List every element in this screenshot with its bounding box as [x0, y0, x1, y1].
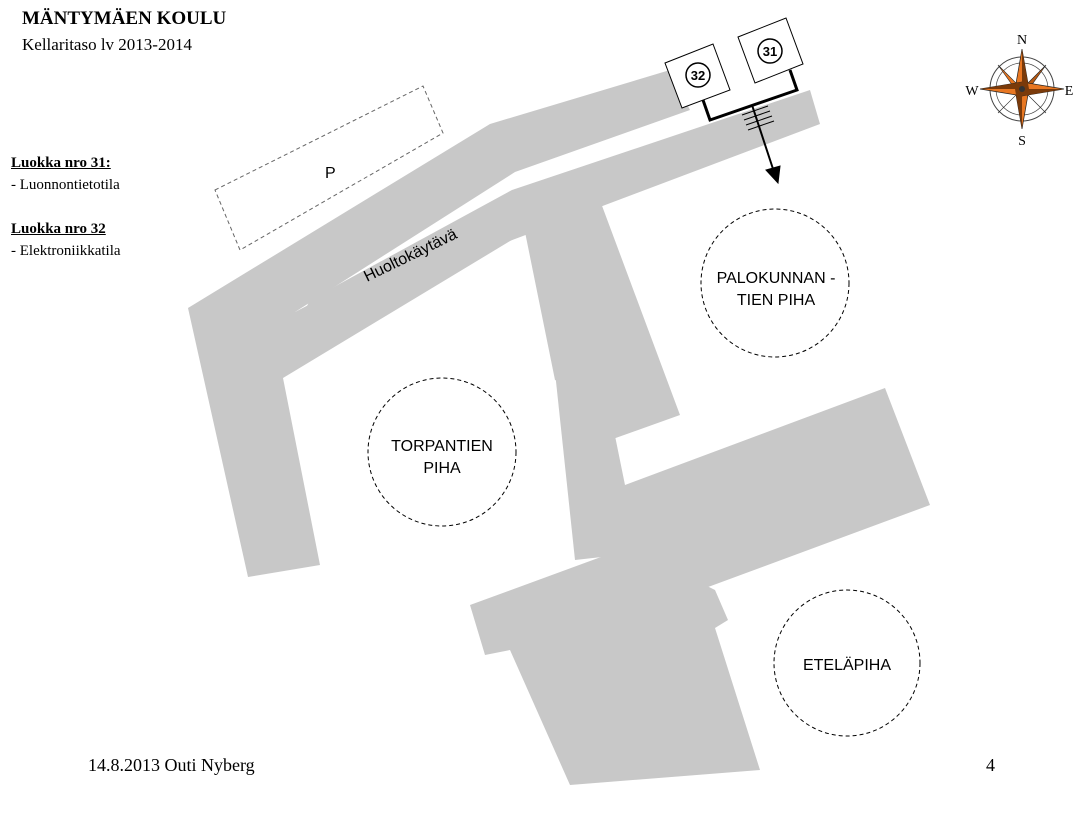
page-title: MÄNTYMÄEN KOULU — [22, 8, 227, 29]
parking-label: P — [325, 165, 336, 182]
yard-torpantien-label-1: TORPANTIEN — [391, 438, 493, 455]
room-32: 32 — [664, 43, 731, 109]
svg-text:31: 31 — [763, 44, 777, 59]
yard-palokunnan-circle — [700, 208, 850, 358]
footer-author-date: 14.8.2013 Outi Nyberg — [88, 755, 255, 775]
yard-torpantien-circle — [367, 377, 517, 527]
building-shapes — [188, 70, 930, 785]
yard-palokunnan-label-2: TIEN PIHA — [737, 292, 816, 309]
page-number: 4 — [986, 755, 995, 775]
yard-etela-label: ETELÄPIHA — [803, 656, 891, 674]
parking-area — [214, 85, 444, 251]
building-north-corridor — [188, 70, 690, 330]
building-central-block — [555, 362, 930, 610]
yard-torpantien-label-2: PIHA — [423, 460, 461, 477]
svg-text:N: N — [1017, 33, 1027, 48]
page-subtitle: Kellaritaso lv 2013-2014 — [22, 35, 192, 54]
building-west-wing — [188, 195, 680, 577]
svg-text:32: 32 — [691, 68, 705, 83]
legend-detail-room-32: - Elektroniikkatila — [11, 243, 121, 259]
legend-heading-room-32: Luokka nro 32 — [11, 221, 106, 237]
entrance-arrow — [701, 69, 799, 185]
yard-etela-circle — [773, 589, 921, 737]
svg-text:W: W — [965, 84, 979, 99]
yard-palokunnan-label-1: PALOKUNNAN - — [717, 270, 836, 287]
compass-rose-icon: N S W E — [965, 33, 1073, 149]
building-south-block — [470, 550, 760, 785]
svg-text:S: S — [1018, 134, 1026, 149]
legend-heading-room-31: Luokka nro 31: — [11, 155, 111, 171]
room-31: 31 — [737, 17, 804, 84]
svg-text:E: E — [1065, 84, 1074, 99]
legend-detail-room-31: - Luonnontietotila — [11, 177, 120, 193]
